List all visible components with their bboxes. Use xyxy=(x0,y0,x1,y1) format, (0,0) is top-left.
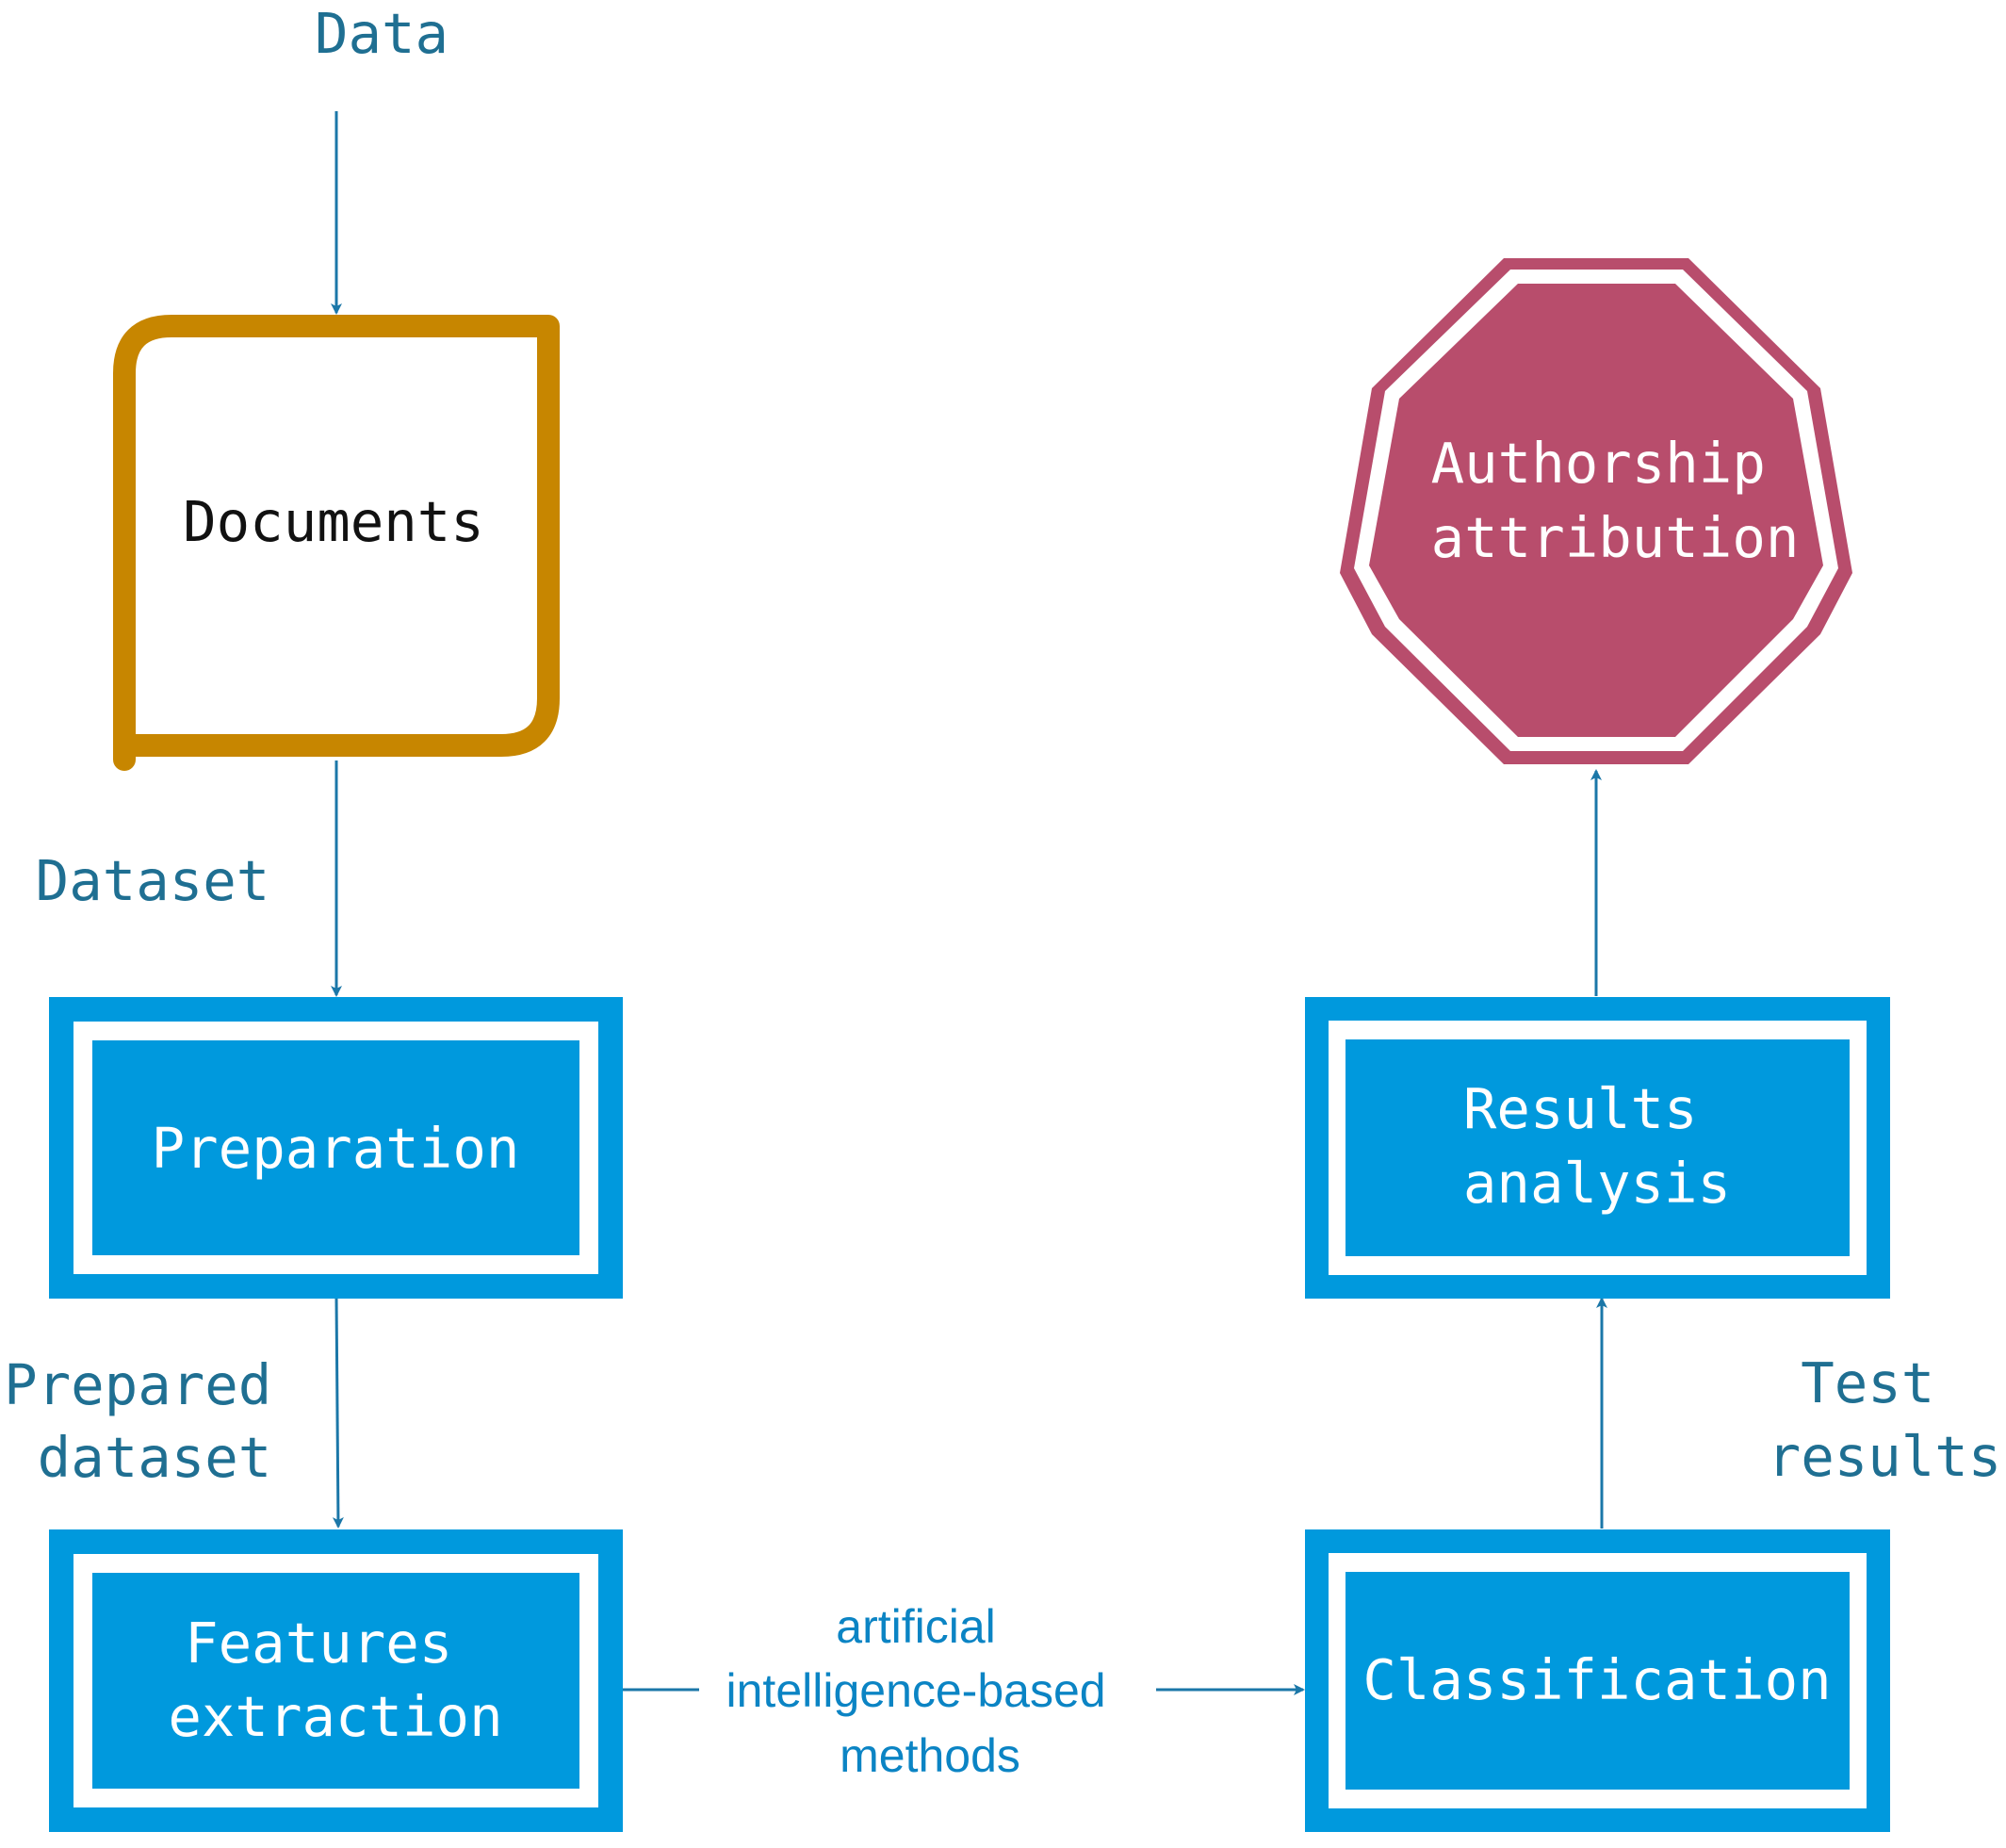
classification-node: Classification xyxy=(1305,1529,1890,1832)
prepared-dataset-line-1: Prepared xyxy=(4,1352,271,1417)
connector-preparation-to-features xyxy=(332,1297,344,1529)
test-results-line-2: results xyxy=(1768,1424,2002,1489)
features-extraction-line-2: extraction xyxy=(168,1684,502,1749)
documents-node: Documents xyxy=(113,315,560,771)
documents-outline xyxy=(113,315,560,771)
authorship-attribution-node: Authorship attribution xyxy=(1340,258,1852,764)
results-analysis-label: Results analysis xyxy=(1463,1076,1731,1216)
ai-methods-line-1: artificial xyxy=(836,1600,995,1653)
classification-inner-box xyxy=(1345,1572,1850,1790)
results-analysis-inner-box xyxy=(1345,1039,1850,1256)
ai-methods-line-2: intelligence-based xyxy=(726,1664,1106,1717)
authorship-line-1: Authorship xyxy=(1431,431,1766,496)
preparation-inner-box xyxy=(92,1040,579,1255)
flow-label-ai-methods: artificial intelligence-based methods xyxy=(726,1600,1119,1782)
authorship-inner-octagon xyxy=(1369,284,1823,737)
flow-label-data: Data xyxy=(315,1,448,66)
ai-methods-line-3: methods xyxy=(840,1729,1020,1782)
documents-label: Documents xyxy=(183,489,484,554)
test-results-line-1: Test xyxy=(1801,1350,1934,1415)
flow-label-dataset: Dataset xyxy=(36,848,270,913)
features-extraction-node: Features extraction xyxy=(49,1529,623,1832)
features-extraction-inner-box xyxy=(92,1573,579,1789)
preparation-node: Preparation xyxy=(49,997,623,1299)
classification-label: Classification xyxy=(1362,1647,1831,1712)
flow-label-prepared-dataset: Prepared dataset xyxy=(4,1352,305,1490)
results-analysis-line-2: analysis xyxy=(1463,1151,1731,1216)
features-extraction-label: Features extraction xyxy=(168,1611,502,1749)
results-analysis-node: Results analysis xyxy=(1305,997,1890,1299)
authorship-line-2: attribution xyxy=(1431,505,1800,570)
preparation-label: Preparation xyxy=(152,1116,520,1181)
flow-label-test-results: Test results xyxy=(1768,1350,2002,1489)
results-analysis-line-1: Results xyxy=(1463,1076,1698,1141)
authorship-attribution-label: Authorship attribution xyxy=(1431,431,1800,570)
features-extraction-line-1: Features xyxy=(185,1611,452,1676)
prepared-dataset-line-2: dataset xyxy=(38,1425,272,1490)
